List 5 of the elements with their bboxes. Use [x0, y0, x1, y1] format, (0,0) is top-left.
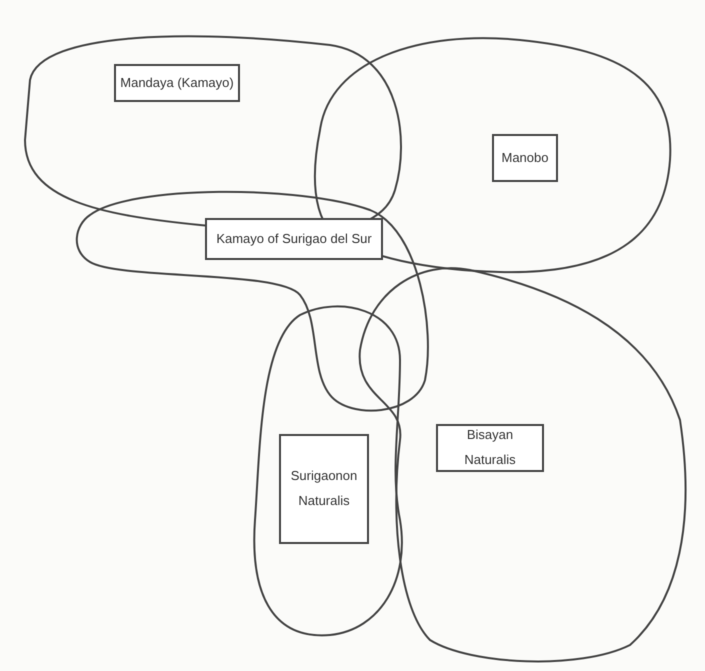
group-label: Mandaya (Kamayo) [114, 64, 240, 102]
group-label: Surigaonon Naturalis [279, 434, 369, 544]
group-label: Bisayan Naturalis [436, 424, 544, 472]
group-label: Manobo [492, 134, 558, 182]
group-label: Kamayo of Surigao del Sur [205, 218, 383, 260]
